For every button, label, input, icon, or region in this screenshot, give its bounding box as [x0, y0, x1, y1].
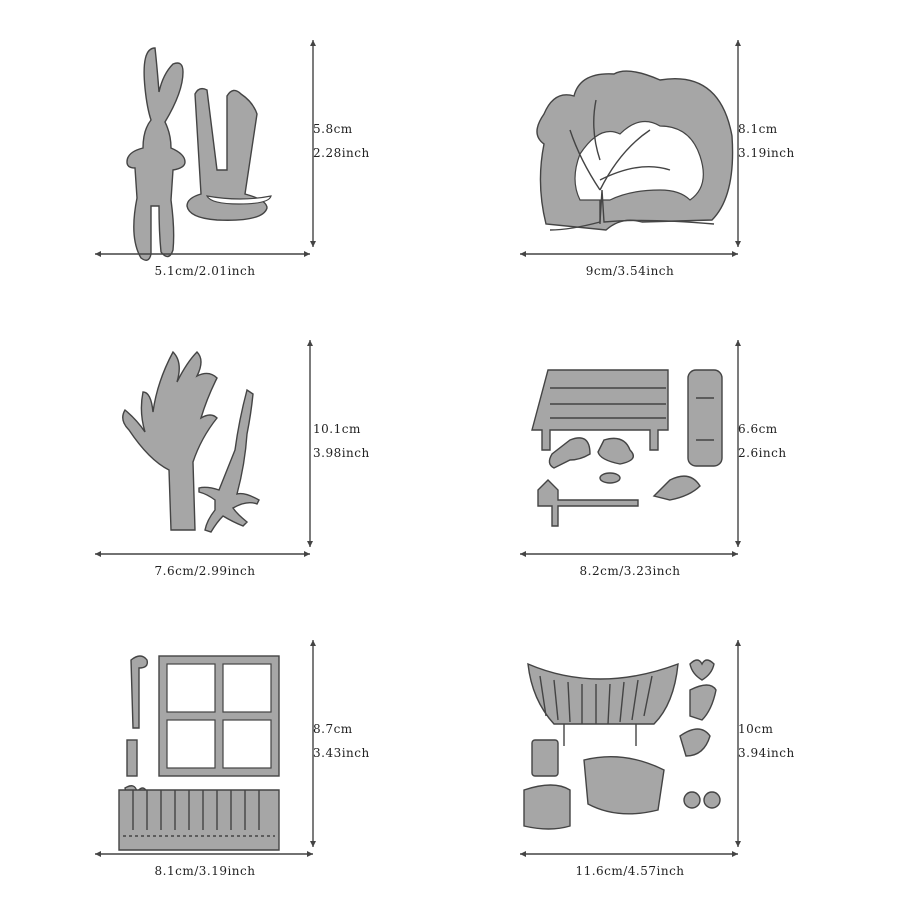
height-inch-label: 3.98inch [313, 446, 370, 460]
panel-bare-trees: 7.6cm/2.99inch 10.1cm 3.98inch [95, 340, 525, 620]
dimension-lines [520, 40, 741, 257]
cradle-bed-die-image [523, 659, 721, 830]
width-label: 8.2cm/3.23inch [579, 564, 681, 578]
height-cm-label: 6.6cm [738, 422, 778, 436]
height-inch-label: 3.94inch [738, 746, 795, 760]
height-cm-label: 8.1cm [738, 122, 778, 136]
height-cm-label: 5.8cm [313, 122, 353, 136]
window-fence-die-image [118, 655, 280, 851]
bare-trees-die-image [122, 350, 260, 533]
height-cm-label: 8.7cm [313, 722, 353, 736]
width-label: 9cm/3.54inch [585, 264, 675, 278]
width-label: 11.6cm/4.57inch [575, 864, 685, 878]
width-label: 5.1cm/2.01inch [154, 264, 256, 278]
bunny-chair-die-image [126, 47, 272, 261]
height-cm-label: 10.1cm [313, 422, 361, 436]
panel-park-bench: 8.2cm/3.23inch 6.6cm 2.6inch [520, 340, 900, 620]
width-label: 7.6cm/2.99inch [154, 564, 256, 578]
dimension-lines [95, 340, 313, 557]
height-inch-label: 2.6inch [738, 446, 787, 460]
panel-window-fence: 8.1cm/3.19inch 8.7cm 3.43inch [95, 640, 525, 920]
dimension-lines [95, 640, 316, 857]
dimension-lines [520, 340, 741, 557]
height-inch-label: 2.28inch [313, 146, 370, 160]
park-bench-die-image [531, 369, 723, 527]
tree-circle-die-image [536, 70, 734, 231]
dimension-lines [520, 640, 741, 857]
height-cm-label: 10cm [738, 722, 774, 736]
height-inch-label: 3.43inch [313, 746, 370, 760]
panel-tree-circle: 9cm/3.54inch 8.1cm 3.19inch [520, 40, 900, 320]
height-inch-label: 3.19inch [738, 146, 795, 160]
dimension-lines [95, 40, 316, 257]
panel-cradle-bed: 11.6cm/4.57inch 10cm 3.94inch [520, 640, 900, 920]
width-label: 8.1cm/3.19inch [154, 864, 256, 878]
panel-bunny-chair: 5.1cm/2.01inch 5.8cm 2.28inch [95, 40, 525, 320]
